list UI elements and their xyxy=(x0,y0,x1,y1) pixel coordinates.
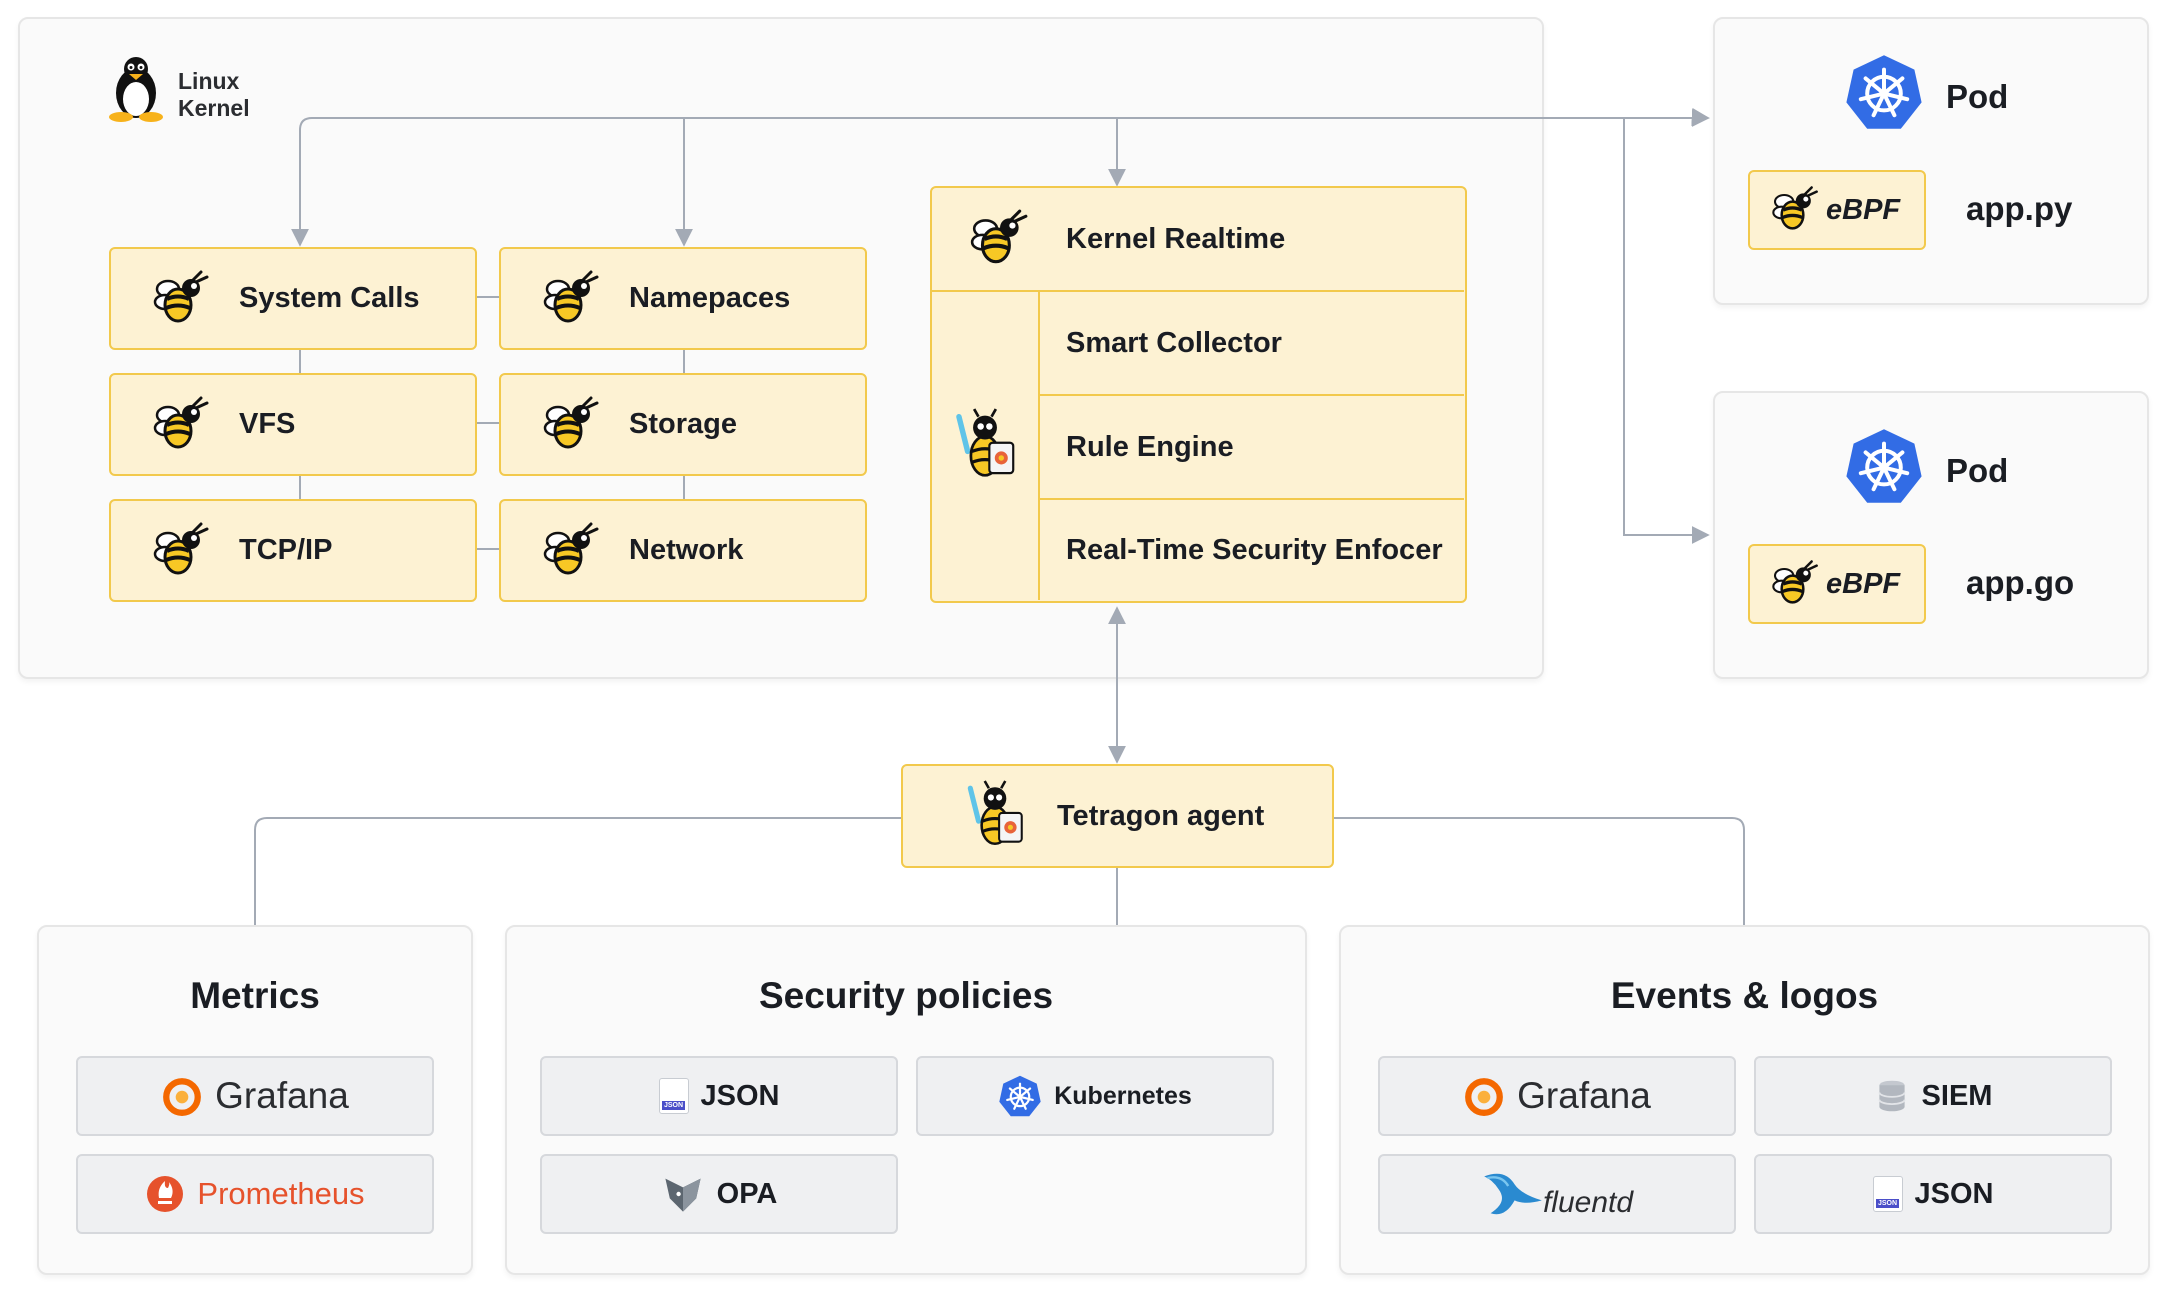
policy-kubernetes-box: Kubernetes xyxy=(916,1056,1274,1136)
ebpf-label-1: eBPF xyxy=(1826,193,1901,226)
vfs-box: VFS xyxy=(109,373,477,476)
storage-label: Storage xyxy=(629,408,737,440)
tetragon-agent-label: Tetragon agent xyxy=(1057,799,1265,832)
knight-bee-cell xyxy=(932,292,1040,600)
bee-icon xyxy=(541,395,601,455)
security-policies-title: Security policies xyxy=(758,975,1054,1016)
events-json-box: JSON JSON xyxy=(1754,1154,2112,1234)
grafana-label: Grafana xyxy=(215,1075,349,1116)
bee-icon xyxy=(1770,559,1820,609)
grafana-icon xyxy=(1463,1075,1505,1117)
fluentd-icon xyxy=(1481,1169,1545,1219)
bee-icon xyxy=(1770,185,1820,235)
json-file-icon: JSON xyxy=(658,1078,689,1114)
events-siem-label: SIEM xyxy=(1921,1079,1993,1112)
smart-collector-row: Smart Collector xyxy=(1040,292,1464,396)
security-enforcer-row: Real-Time Security Enfocer xyxy=(1040,500,1464,600)
bee-icon xyxy=(151,269,211,329)
events-fluentd-label: fluentd xyxy=(1542,1186,1634,1219)
tcp-ip-box: TCP/IP xyxy=(109,499,477,602)
app-name-1: app.py xyxy=(1966,190,2073,227)
events-json-label: JSON xyxy=(1914,1177,1994,1210)
namespaces-label: Namepaces xyxy=(629,282,791,314)
policy-json-box: JSON JSON xyxy=(540,1056,898,1136)
storage-box: Storage xyxy=(499,373,867,476)
bee-icon xyxy=(968,208,1030,270)
prometheus-icon xyxy=(145,1174,185,1214)
app-name-2: app.go xyxy=(1966,564,2075,601)
pod-panel-1 xyxy=(1713,17,2149,305)
events-logs-title: Events & logos xyxy=(1610,975,1879,1016)
vfs-label: VFS xyxy=(239,408,296,440)
bee-icon xyxy=(541,521,601,581)
security-enforcer-label: Real-Time Security Enfocer xyxy=(1066,533,1443,566)
events-fluentd-box: fluentd xyxy=(1378,1154,1736,1234)
events-siem-box: SIEM xyxy=(1754,1056,2112,1136)
bee-icon xyxy=(151,521,211,581)
network-box: Network xyxy=(499,499,867,602)
policy-kubernetes-label: Kubernetes xyxy=(1054,1081,1192,1110)
kernel-realtime-label: Kernel Realtime xyxy=(1066,222,1286,255)
ebpf-badge-2: eBPF xyxy=(1748,544,1926,624)
bee-icon xyxy=(151,395,211,455)
prometheus-label: Prometheus xyxy=(197,1176,365,1211)
metrics-grafana-box: Grafana xyxy=(76,1056,434,1136)
bee-icon xyxy=(541,269,601,329)
events-grafana-label: Grafana xyxy=(1517,1075,1651,1116)
linux-kernel-label: Linux Kernel xyxy=(178,68,250,121)
namespaces-box: Namepaces xyxy=(499,247,867,350)
policy-json-label: JSON xyxy=(700,1079,780,1112)
knight-bee-icon xyxy=(952,408,1018,484)
events-grafana-box: Grafana xyxy=(1378,1056,1736,1136)
grafana-icon xyxy=(161,1075,203,1117)
system-calls-label: System Calls xyxy=(239,282,420,314)
policy-opa-box: OPA xyxy=(540,1154,898,1234)
tetragon-stack: Kernel Realtime Smart Collector Rule Eng… xyxy=(930,186,1467,603)
policy-opa-label: OPA xyxy=(716,1177,778,1210)
network-label: Network xyxy=(629,534,744,566)
rule-engine-row: Rule Engine xyxy=(1040,396,1464,500)
metrics-prometheus-box: Prometheus xyxy=(76,1154,434,1234)
ebpf-label-2: eBPF xyxy=(1826,567,1901,600)
tetragon-agent-box: Tetragon agent xyxy=(901,764,1334,868)
pod-panel-2 xyxy=(1713,391,2149,679)
opa-icon xyxy=(661,1172,705,1216)
database-icon xyxy=(1874,1078,1910,1114)
kubernetes-icon xyxy=(1842,426,1926,506)
rule-engine-label: Rule Engine xyxy=(1066,430,1234,463)
kubernetes-icon xyxy=(998,1074,1042,1118)
tcp-ip-label: TCP/IP xyxy=(239,534,333,566)
kubernetes-icon xyxy=(1842,52,1926,132)
knight-bee-icon xyxy=(963,780,1027,852)
metrics-title: Metrics xyxy=(190,975,320,1016)
kernel-realtime-row: Kernel Realtime xyxy=(932,188,1464,292)
pod-title-1: Pod xyxy=(1946,78,2009,115)
json-file-icon: JSON xyxy=(1872,1176,1903,1212)
smart-collector-label: Smart Collector xyxy=(1066,326,1282,359)
pod-title-2: Pod xyxy=(1946,452,2009,489)
ebpf-badge-1: eBPF xyxy=(1748,170,1926,250)
system-calls-box: System Calls xyxy=(109,247,477,350)
